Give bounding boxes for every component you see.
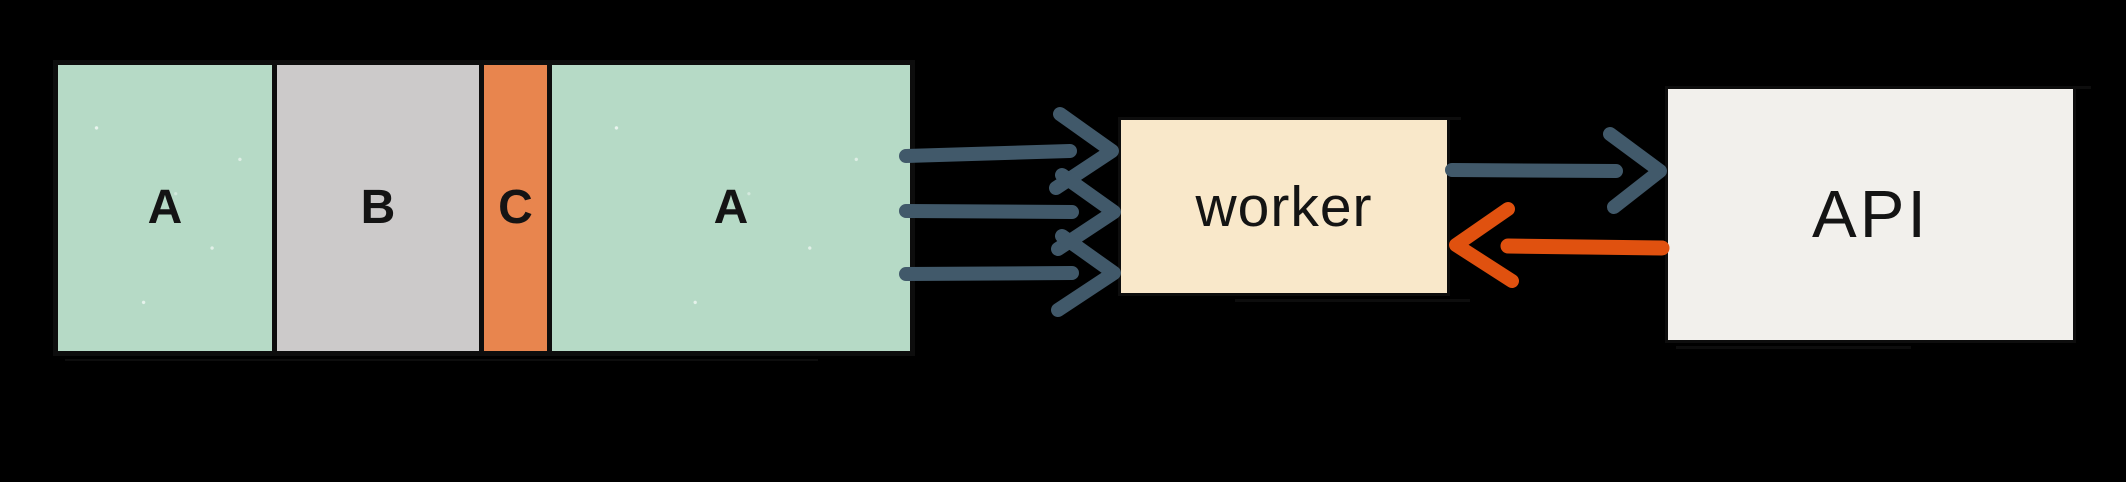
queue-to-worker-arrow-2: [899, 168, 1121, 256]
worker-label: worker: [1195, 174, 1373, 239]
queue-segment-b: B: [277, 65, 479, 351]
queue-segment-a-2: A: [552, 65, 910, 351]
segment-label-a-1: A: [147, 181, 183, 234]
queue-to-worker-arrow-3: [899, 229, 1121, 317]
queue-to-worker-arrow-1: [899, 107, 1119, 195]
worker-to-api-arrow: [1445, 127, 1667, 214]
worker-box: worker: [1118, 117, 1470, 302]
api-label: API: [1812, 177, 1929, 252]
queue-segment-a-1: A: [58, 65, 272, 351]
segment-label-a-2: A: [713, 181, 749, 234]
api-box: API: [1665, 86, 2092, 349]
queue-strip: A B C A: [53, 60, 915, 361]
segment-label-b: B: [360, 181, 396, 234]
segment-label-c: C: [498, 181, 533, 234]
queue-segment-c: C: [484, 65, 547, 351]
api-to-worker-arrow: [1449, 202, 1670, 288]
